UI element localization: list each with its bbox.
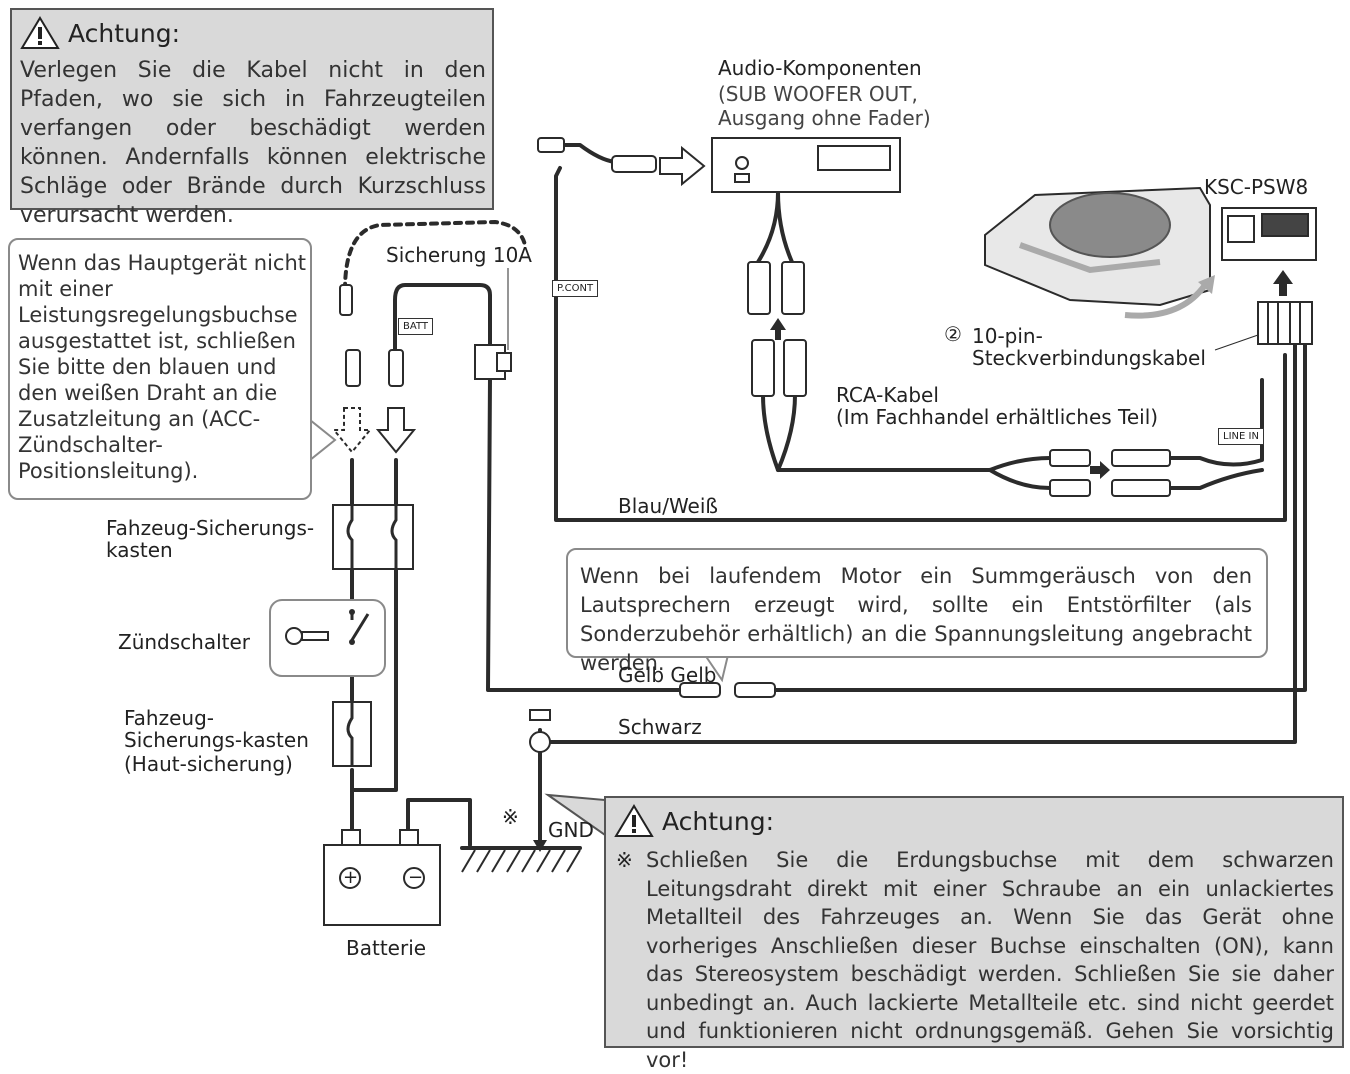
fuse-icon [474,344,512,380]
rca-label-2: (Im Fachhandel erhältliches Teil) [836,405,1159,429]
batt-tag: BATT [398,318,433,335]
caution-bottom-title: Achtung: [662,806,775,836]
model-label: KSC-PSW8 [1204,175,1309,199]
arrow-down-icon [331,407,373,454]
caution-top-text: Verlegen Sie die Kabel nicht in den Pfad… [20,58,486,228]
fusebox1-label-2: kasten [106,538,173,562]
warning-triangle-icon [614,804,654,837]
fusebox2-label-3: (Haut-sicherung) [124,752,293,776]
ignition-label: Zündschalter [118,630,251,654]
arrow-up-icon [770,318,786,340]
ref-mark: ※ [502,805,519,829]
note-left-text: Wenn das Hauptgerät nicht mit einer Leis… [18,251,306,483]
arrow-up-icon [1273,270,1293,296]
note-left-box: Wenn das Hauptgerät nicht mit einer Leis… [8,238,312,500]
battery-icon [323,829,441,926]
audio-component [711,137,901,193]
pin-label-2: Steckverbindungskabel [972,346,1206,370]
blue-white-wire [554,166,1287,522]
note-mid-text: Wenn bei laufendem Motor ein Summgeräusc… [580,564,1252,675]
caution-top-title: Achtung: [68,18,181,48]
fusebox1-label-1: Fahzeug-Sicherungs- [106,516,315,540]
caution-top-heading: Achtung: [20,16,180,50]
caution-bottom-box: Achtung: ※ Schließen Sie die Erdungsbuch… [604,796,1344,1072]
battery-plus: + [343,867,359,888]
caution-bottom-heading: Achtung: [614,804,774,838]
audio-title: Audio-Komponenten [718,56,922,80]
yellow-wire [486,376,702,692]
ground-icon [461,849,581,873]
arrow-right-icon [1090,461,1110,479]
fusebox2-label-1: Fahzeug- [124,706,214,730]
arrow-right-icon [659,145,706,187]
audio-sub2: Ausgang ohne Fader) [718,106,931,130]
caution-top-box: Achtung: Verlegen Sie die Kabel nicht in… [10,8,494,228]
note-mid-box: Wenn bei laufendem Motor ein Summgeräusc… [566,548,1268,675]
caution-bottom-text: Schließen Sie die Erdungsbuchse mit dem … [646,848,1334,1072]
battery-minus: − [408,867,424,888]
rca-label-1: RCA-Kabel [836,383,939,407]
black-label: Schwarz [618,715,702,739]
pin-label-1: 10-pin- [972,324,1043,348]
warning-triangle-icon [20,16,60,49]
gnd-label: GND [548,818,594,842]
key-icon [285,627,329,645]
pcont-tag: P.CONT [552,280,599,297]
subwoofer-unit [984,186,1211,307]
battery-label: Batterie [346,936,427,960]
pin-number: ② [944,322,962,346]
yellow-label: Gelb Gelb [618,663,717,687]
linein-tag: LINE IN [1218,428,1264,445]
10-pin-connector [1257,301,1313,345]
black-wire [546,343,1297,744]
caution-bottom-mark: ※ [616,848,633,872]
blue-white-label: Blau/Weiß [618,494,719,518]
fusebox2-label-2: Sicherungs-kasten [124,728,309,752]
fuse-label: Sicherung 10A [386,243,532,267]
arrow-down-icon [375,407,417,454]
audio-sub1: (SUB WOOFER OUT, [718,82,918,106]
